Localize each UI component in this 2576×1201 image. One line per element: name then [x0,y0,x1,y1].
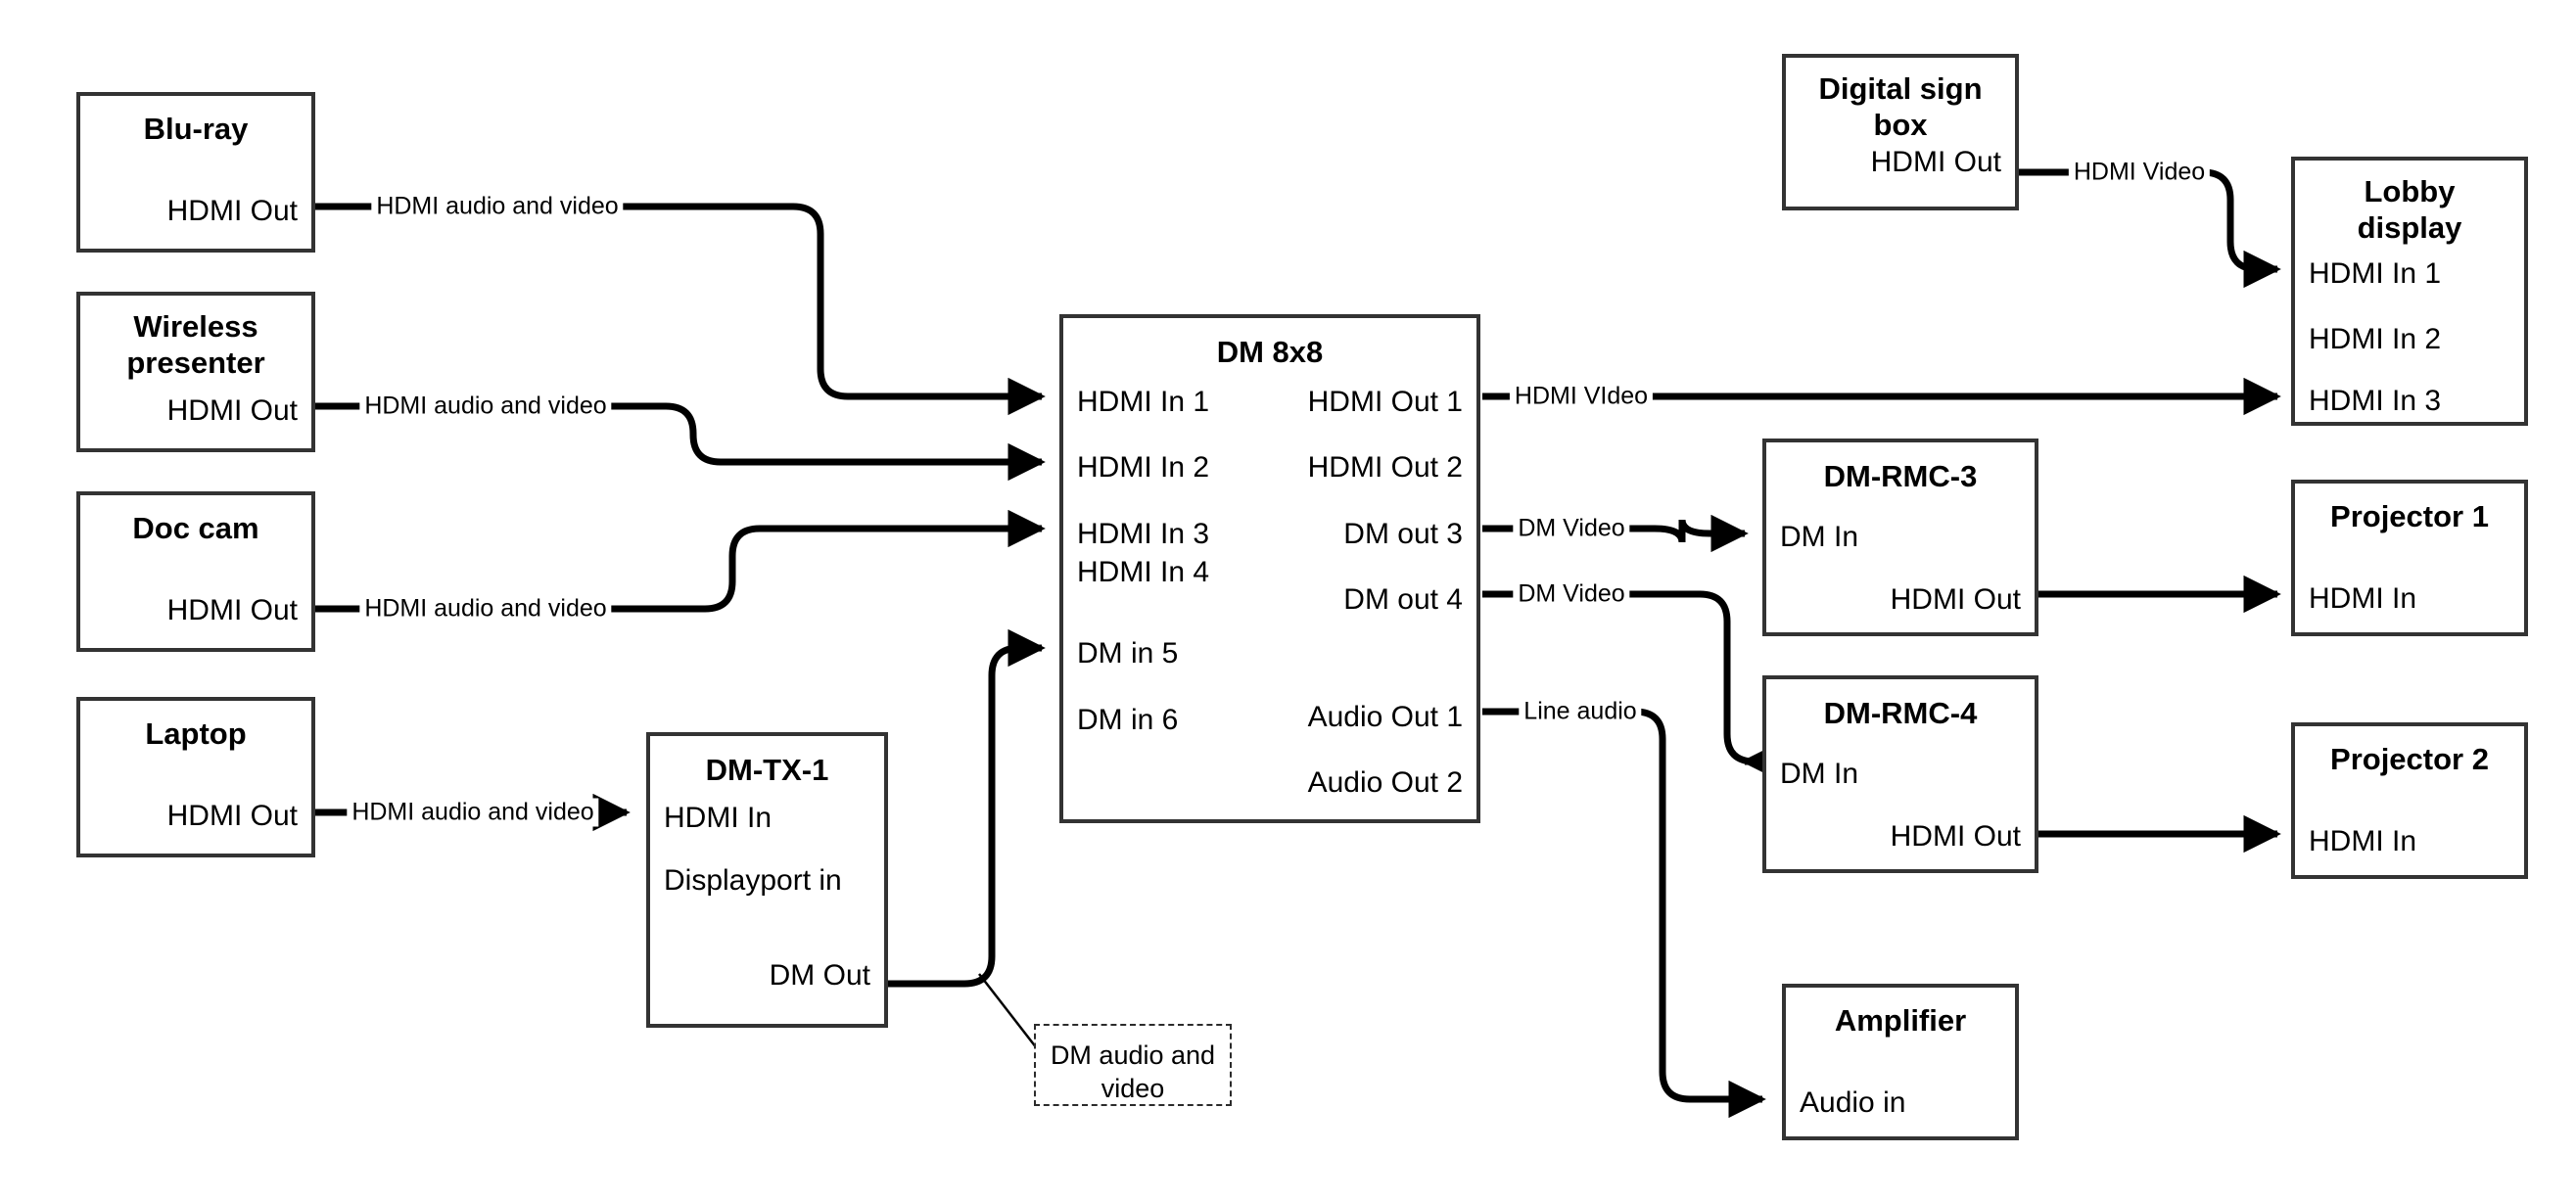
node-wireless-presenter[interactable]: Wireless presenter HDMI Out [76,292,315,452]
port-hdmi-in: HDMI In [664,802,773,834]
wire-label-bluray-to-dm: HDMI audio and video [371,192,624,221]
port-hdmi-out-1: HDMI Out 1 [1307,386,1463,418]
port-dm-in-6: DM in 6 [1077,704,1179,736]
node-dm-tx-1[interactable]: DM-TX-1 HDMI In Displayport in DM Out [646,732,888,1028]
wire-label-doccam-to-dm: HDMI audio and video [359,594,612,624]
port-hdmi-out: HDMI Out [1890,583,2021,616]
port-hdmi-in-2: HDMI In 2 [2309,323,2442,355]
port-hdmi-in-2: HDMI In 2 [1077,451,1210,484]
port-hdmi-out: HDMI Out [166,594,298,626]
port-dm-out-3: DM out 3 [1343,518,1463,550]
node-title: Blu-ray [143,112,249,146]
port-hdmi-out: HDMI Out [1890,820,2021,853]
node-title: Projector 1 [2330,499,2489,533]
wire-label-dm-hdmiout1: HDMI VIdeo [1509,382,1654,411]
node-dm-8x8[interactable]: DM 8x8 HDMI In 1 HDMI In 2 HDMI In 3 HDM… [1059,314,1480,823]
node-projector-2[interactable]: Projector 2 HDMI In [2291,722,2528,879]
port-dm-in: DM In [1780,758,1859,790]
node-title: Projector 2 [2330,742,2489,776]
node-title: DM-RMC-3 [1823,459,1978,493]
node-title: Laptop [145,716,247,751]
node-amplifier[interactable]: Amplifier Audio in [1782,984,2019,1140]
port-audio-out-2: Audio Out 2 [1307,766,1463,799]
port-hdmi-out: HDMI Out [166,195,298,227]
node-lobby-display[interactable]: Lobby display HDMI In 1 HDMI In 2 HDMI I… [2291,157,2528,426]
port-hdmi-out-2: HDMI Out 2 [1307,451,1463,484]
callout-text: DM audio and video [1050,1040,1216,1103]
node-projector-1[interactable]: Projector 1 HDMI In [2291,480,2528,636]
port-displayport-in: Displayport in [664,864,842,897]
port-hdmi-in-1: HDMI In 1 [1077,386,1210,418]
port-hdmi-in-4: HDMI In 4 [1077,556,1210,588]
node-title: Digital sign box [1818,71,1983,142]
node-bluray[interactable]: Blu-ray HDMI Out [76,92,315,253]
node-title: Doc cam [132,511,259,545]
node-laptop[interactable]: Laptop HDMI Out [76,697,315,857]
port-hdmi-out: HDMI Out [166,800,298,832]
wire-label-dm-audioout1: Line audio [1519,697,1642,726]
wire-label-laptop-to-dmtx1: HDMI audio and video [347,798,599,827]
port-hdmi-out: HDMI Out [1870,146,2001,178]
port-hdmi-in-3: HDMI In 3 [2309,385,2442,417]
node-title: DM 8x8 [1216,335,1324,369]
node-title: Amplifier [1834,1003,1967,1038]
port-dm-out: DM Out [769,959,870,992]
callout-dm-audio-video: DM audio and video [1034,1024,1232,1106]
port-audio-in: Audio in [1800,1086,1906,1119]
node-title: DM-TX-1 [705,753,829,787]
port-audio-out-1: Audio Out 1 [1307,701,1463,733]
wire-label-sign-to-lobby: HDMI Video [2068,158,2211,187]
node-title: Lobby display [2357,174,2462,245]
port-dm-in-5: DM in 5 [1077,637,1179,670]
port-hdmi-out: HDMI Out [166,394,298,427]
port-hdmi-in-3: HDMI In 3 [1077,518,1210,550]
wire-label-dm-dmout3: DM Video [1513,514,1630,543]
wire-label-dm-dmout4: DM Video [1513,579,1630,609]
node-title: Wireless presenter [126,309,265,380]
node-dm-rmc-4[interactable]: DM-RMC-4 DM In HDMI Out [1762,675,2038,873]
node-doc-cam[interactable]: Doc cam HDMI Out [76,491,315,652]
node-digital-sign-box[interactable]: Digital sign box HDMI Out [1782,54,2019,210]
port-hdmi-in: HDMI In [2309,825,2417,857]
port-dm-in: DM In [1780,521,1859,553]
node-title: DM-RMC-4 [1823,696,1978,730]
node-dm-rmc-3[interactable]: DM-RMC-3 DM In HDMI Out [1762,439,2038,636]
wire-label-wireless-to-dm: HDMI audio and video [359,392,612,421]
port-hdmi-in: HDMI In [2309,582,2417,615]
port-dm-out-4: DM out 4 [1343,583,1463,616]
port-hdmi-in-1: HDMI In 1 [2309,257,2442,290]
